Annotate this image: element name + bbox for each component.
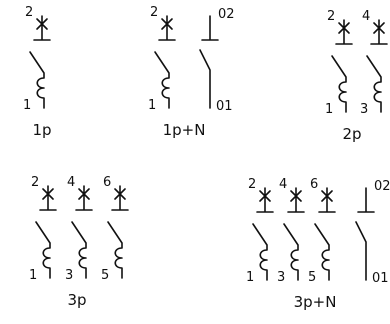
neutral-pole: 02 01 bbox=[199, 7, 235, 114]
breaker-symbol bbox=[366, 19, 388, 113]
terminal-label-bottom: 5 bbox=[101, 268, 109, 283]
breaker-symbol bbox=[283, 187, 305, 281]
breaker-pole: 43 bbox=[277, 177, 305, 285]
breaker-pole: 21 bbox=[23, 5, 51, 113]
breaker-symbol bbox=[35, 185, 57, 279]
breaker-symbol bbox=[331, 19, 353, 113]
terminal-label-top: 2 bbox=[248, 177, 256, 192]
breaker-pole: 65 bbox=[308, 177, 336, 285]
terminal-label-bottom: 1 bbox=[23, 98, 31, 113]
diagram-caption: 3p+N bbox=[294, 293, 337, 311]
terminal-label-bottom: 5 bbox=[308, 270, 316, 285]
terminal-label-top: 2 bbox=[25, 5, 33, 20]
terminal-label-top: 02 bbox=[218, 7, 235, 22]
terminal-label-top: 4 bbox=[362, 9, 370, 24]
terminal-label-top: 4 bbox=[279, 177, 287, 192]
breaker-symbol bbox=[107, 185, 129, 279]
breaker-pole: 21 bbox=[246, 177, 274, 285]
terminal-label-top: 6 bbox=[310, 177, 318, 192]
terminal-label-bottom: 1 bbox=[148, 98, 156, 113]
terminal-label-top: 2 bbox=[31, 175, 39, 190]
breaker-symbol bbox=[252, 187, 274, 281]
terminal-label-top: 2 bbox=[327, 9, 335, 24]
terminal-label-bottom: 01 bbox=[372, 271, 389, 286]
terminal-label-bottom: 3 bbox=[277, 270, 285, 285]
breaker-pole: 21 bbox=[29, 175, 57, 283]
breaker-symbol bbox=[71, 185, 93, 279]
terminal-label-top: 4 bbox=[67, 175, 75, 190]
terminal-label-top: 02 bbox=[374, 179, 390, 194]
terminal-label-top: 6 bbox=[103, 175, 111, 190]
diagram-caption: 2p bbox=[342, 125, 361, 143]
terminal-label-bottom: 1 bbox=[246, 270, 254, 285]
terminal-label-bottom: 1 bbox=[29, 268, 37, 283]
breaker-pole: 43 bbox=[360, 9, 388, 117]
diagram-caption: 1p+N bbox=[163, 121, 206, 139]
terminal-label-bottom: 01 bbox=[216, 99, 233, 114]
breaker-pole: 65 bbox=[101, 175, 129, 283]
breaker-symbol bbox=[154, 15, 176, 109]
breaker-pole: 21 bbox=[148, 5, 176, 113]
neutral-pole: 02 01 bbox=[355, 179, 390, 286]
breaker-symbol bbox=[29, 15, 51, 109]
breaker-symbol bbox=[314, 187, 336, 281]
terminal-label-bottom: 3 bbox=[65, 268, 73, 283]
terminal-label-top: 2 bbox=[150, 5, 158, 20]
breaker-pole: 43 bbox=[65, 175, 93, 283]
diagram-caption: 3p bbox=[67, 291, 86, 309]
terminal-label-bottom: 1 bbox=[325, 102, 333, 117]
diagram-caption: 1p bbox=[32, 121, 51, 139]
neutral-symbol bbox=[199, 15, 219, 109]
neutral-symbol bbox=[355, 187, 375, 281]
terminal-label-bottom: 3 bbox=[360, 102, 368, 117]
breaker-pole: 21 bbox=[325, 9, 353, 117]
